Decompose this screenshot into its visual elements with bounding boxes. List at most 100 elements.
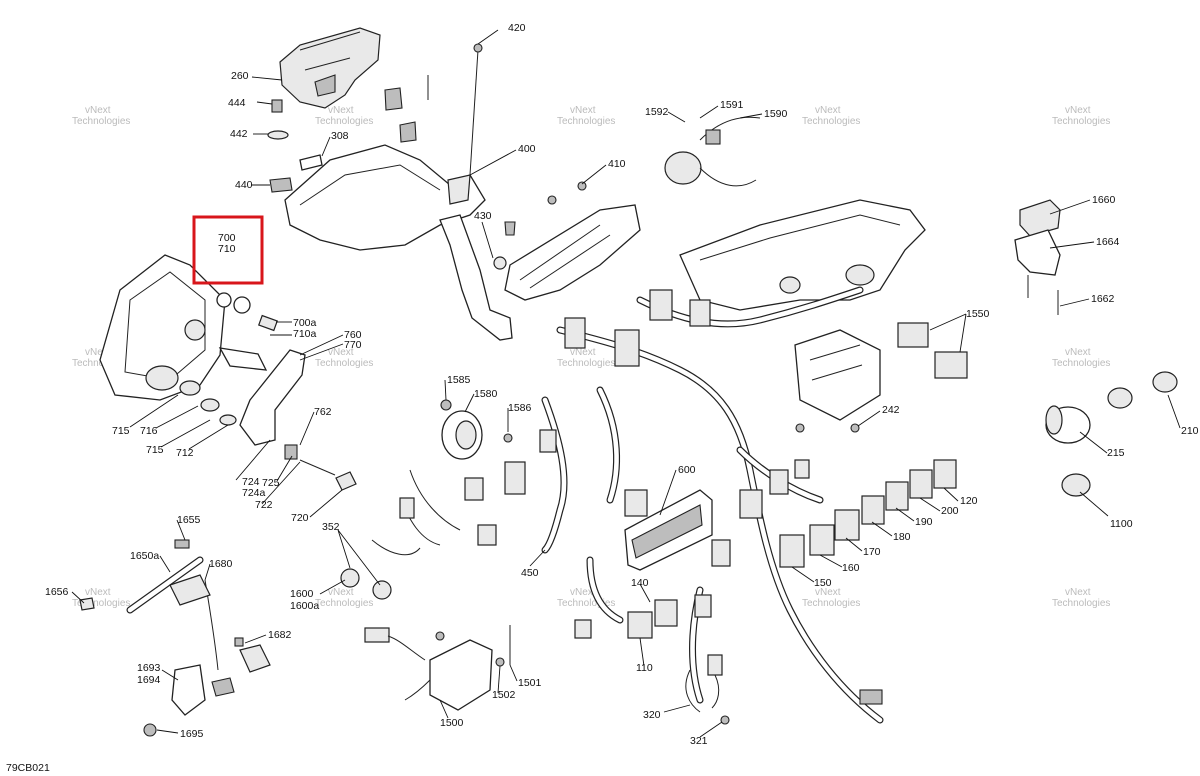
- watermark: vNext Technologies: [315, 587, 373, 609]
- watermark: vNext Technologies: [315, 347, 373, 369]
- callout-label: 1656: [45, 586, 69, 598]
- callout-label: 140: [631, 577, 649, 589]
- callout-label: 1682: [268, 629, 292, 641]
- callout-label: 1501: [518, 677, 542, 689]
- callout-label: 1660: [1092, 194, 1116, 206]
- watermark-bottom: Technologies: [802, 598, 860, 609]
- watermark-top: vNext: [328, 587, 354, 598]
- callout-label: 1694: [137, 674, 161, 686]
- hardware-stack-part: [179, 292, 278, 426]
- callout-label: 700a: [293, 317, 317, 329]
- callout-label: 1590: [764, 108, 788, 120]
- watermark-top: vNext: [85, 587, 111, 598]
- callout-label: 210: [1181, 425, 1199, 437]
- callout-label: 1591: [720, 99, 744, 111]
- callout-label: 700: [218, 232, 236, 244]
- watermark-bottom: Technologies: [72, 598, 130, 609]
- watermark-bottom: Technologies: [557, 598, 615, 609]
- callout-label: 1592: [645, 106, 669, 118]
- support-bracket-part: [284, 144, 513, 341]
- relay-group-part: [779, 459, 957, 568]
- lower-harness-part: [574, 594, 883, 725]
- callout-label: 110: [636, 662, 653, 674]
- callout-label: 1662: [1091, 293, 1115, 305]
- callout-label: 724: [242, 476, 260, 488]
- sub-harness-part: [340, 469, 497, 600]
- callout-label: 710a: [293, 328, 317, 340]
- callout-label: 1502: [492, 689, 516, 701]
- watermark: vNext Technologies: [557, 587, 615, 609]
- callout-label: 712: [176, 447, 194, 459]
- highlight-box: [192, 215, 264, 285]
- display-unit-part: [624, 489, 713, 571]
- callout-label: 710: [218, 243, 236, 255]
- callout-label: 1650a: [130, 550, 159, 562]
- callout-label: 180: [893, 531, 911, 543]
- callout-label: 725: [262, 477, 280, 489]
- watermark: vNext Technologies: [315, 105, 373, 127]
- watermark: vNext Technologies: [557, 105, 615, 127]
- callout-label: 450: [521, 567, 539, 579]
- mounting-panel-part: [504, 181, 641, 301]
- watermark: vNext Technologies: [72, 105, 130, 127]
- callout-label: 200: [941, 505, 959, 517]
- watermark: vNext Technologies: [1052, 105, 1110, 127]
- watermark-bottom: Technologies: [72, 116, 130, 127]
- watermark: vNext Technologies: [557, 347, 615, 369]
- callout-label: 215: [1107, 447, 1125, 459]
- callout-label: 170: [863, 546, 881, 558]
- button-switch-part: [664, 116, 761, 187]
- watermark-bottom: Technologies: [315, 116, 373, 127]
- watermark-top: vNext: [1065, 347, 1091, 358]
- callout-label: 1586: [508, 402, 532, 414]
- callout-label: 410: [608, 158, 626, 170]
- watermark: vNext Technologies: [72, 587, 130, 609]
- callout-label: 160: [842, 562, 860, 574]
- callout-label: 1580: [474, 388, 498, 400]
- side-housing-part: [99, 254, 226, 401]
- watermark-top: vNext: [328, 347, 354, 358]
- callout-label: 770: [344, 339, 362, 351]
- watermark-top: vNext: [1065, 105, 1091, 116]
- throttle-switch-part: [364, 625, 511, 711]
- callout-label: 1585: [447, 374, 471, 386]
- callout-labels: 700 710 420 260 444 442 308 440 400 410 …: [6, 22, 1199, 774]
- callout-label: 715: [112, 425, 130, 437]
- watermark-top: vNext: [85, 347, 111, 358]
- callout-label: 722: [255, 499, 273, 511]
- callout-label: 1664: [1096, 236, 1120, 248]
- callout-label: 1550: [966, 308, 990, 320]
- callout-label: 352: [322, 521, 340, 533]
- watermark-top: vNext: [328, 105, 354, 116]
- callout-label: 120: [960, 495, 978, 507]
- watermark-bottom: Technologies: [1052, 116, 1110, 127]
- callout-label: 320: [643, 709, 661, 721]
- top-cover-part: [279, 27, 381, 109]
- callout-label: 420: [508, 22, 526, 34]
- callout-label: 150: [814, 577, 832, 589]
- relay-pair-part: [897, 322, 968, 379]
- watermark: vNext Technologies: [1052, 587, 1110, 609]
- lever-arm-part: [239, 349, 357, 491]
- callout-label: 1695: [180, 728, 204, 740]
- callout-label: 242: [882, 404, 900, 416]
- callout-label: 715: [146, 444, 164, 456]
- callout-label: 720: [291, 512, 309, 524]
- callout-label: 1100: [1110, 518, 1133, 530]
- callout-label: 1600: [290, 588, 314, 600]
- watermark-top: vNext: [85, 105, 111, 116]
- callout-label: 321: [690, 735, 708, 747]
- callout-label: 442: [230, 128, 248, 140]
- callout-label: 400: [518, 143, 536, 155]
- watermark-bottom: Technologies: [315, 358, 373, 369]
- main-wiring-harness-part: [541, 286, 884, 724]
- watermark: vNext Technologies: [1052, 347, 1110, 369]
- callout-label: 430: [474, 210, 492, 222]
- watermark-top: vNext: [570, 587, 596, 598]
- watermark-top: vNext: [570, 105, 596, 116]
- switch-parts: [1045, 371, 1178, 497]
- watermark: vNext Technologies: [802, 587, 860, 609]
- watermark-bottom: Technologies: [557, 116, 615, 127]
